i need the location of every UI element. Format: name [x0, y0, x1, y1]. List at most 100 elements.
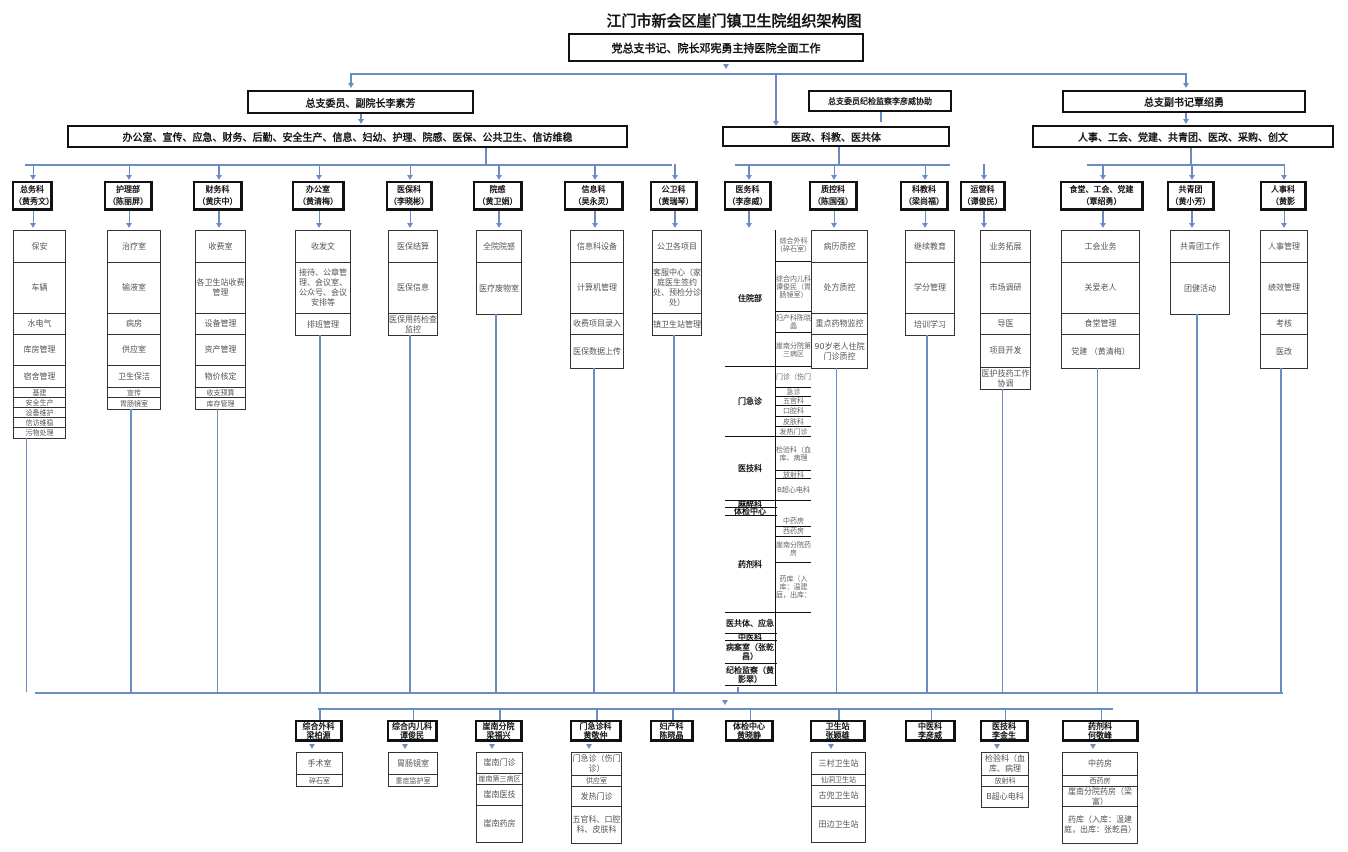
department-name: 食堂、工会、党建 — [1069, 184, 1134, 194]
connector-line — [924, 211, 926, 224]
department-head: （覃绍勇） — [1081, 196, 1122, 206]
department-name: 信息科 — [581, 184, 606, 194]
task-item: 供应室 — [572, 776, 621, 787]
arrow-icon — [745, 223, 752, 228]
task-item: 继续教育 — [906, 231, 954, 263]
medical-sub-unit: B超心电科 — [777, 485, 810, 494]
unit-head: 何敬峰 — [1088, 730, 1112, 740]
task-item: 门急诊（伤门诊） — [572, 753, 621, 776]
arrow-icon — [585, 744, 592, 749]
task-item: 车辆 — [14, 263, 65, 314]
task-item: 病历质控 — [812, 231, 867, 263]
arrow-icon — [980, 175, 987, 180]
medical-unit-name: 药剂科 — [725, 516, 776, 612]
right-scope-box: 人事、工会、党建、共青团、医改、采购、创文 — [1032, 125, 1334, 148]
unit-head: 张颖雄 — [825, 730, 850, 740]
task-item: 党建 （黄清梅） — [1071, 346, 1130, 356]
arrow-icon — [671, 175, 678, 180]
connector-line — [593, 368, 595, 692]
arrow-icon — [402, 744, 408, 749]
medical-unit-name: 中医科 — [725, 633, 776, 642]
connector-line — [350, 73, 352, 84]
connector-line — [32, 211, 34, 224]
task-item: 重症监护室 — [395, 776, 431, 785]
unit-head: 李彦威 — [918, 730, 942, 740]
task-item: 胃肠镜室 — [120, 399, 148, 408]
connector-line — [924, 164, 926, 176]
connector-line — [218, 211, 220, 224]
task-item: 发热门诊 — [572, 787, 621, 807]
unit-box: 综合内儿科谭俊民 — [387, 720, 438, 742]
arrow-icon — [1182, 119, 1189, 124]
connector-line — [485, 148, 487, 164]
connector-line — [1087, 164, 1284, 166]
connector-line — [409, 164, 411, 176]
connector-line — [1280, 368, 1282, 692]
connector-line — [674, 211, 676, 224]
connector-line — [748, 211, 750, 224]
medical-unit-name: 医共体、应急 — [725, 613, 776, 633]
connector-line — [594, 211, 596, 224]
connector-line — [1283, 211, 1285, 224]
department-head: （陈国强） — [813, 196, 853, 206]
task-item: 安全生产 — [14, 398, 65, 408]
arrow-icon — [922, 175, 928, 180]
task-item: 库房管理 — [14, 335, 65, 366]
task-item: 公卫各项目 — [653, 231, 701, 263]
department-task-list: 继续教育学分管理培训学习 — [905, 230, 955, 336]
department-task-list: 工会业务关爱老人食堂管理党建 （黄清梅） — [1061, 230, 1140, 369]
arrow-icon — [495, 175, 502, 180]
connector-line — [737, 687, 739, 692]
unit-head: 黄晓静 — [737, 730, 761, 740]
connector-line — [1001, 389, 1003, 692]
task-item: 医改 — [1276, 346, 1292, 356]
connector-line — [495, 314, 497, 692]
mid-scope-box: 医政、科教、医共体 — [722, 126, 950, 147]
connector-line — [1096, 368, 1098, 692]
department-name: 医务科 — [735, 184, 760, 194]
medical-sub-unit: 妇产科陈晓晶 — [776, 312, 811, 334]
department-head: （黄清梅） — [298, 196, 338, 206]
department-box: 共青团（黄小芳） — [1167, 181, 1215, 211]
connector-line — [318, 708, 1113, 710]
task-item: 各卫生站收费管理 — [196, 263, 245, 314]
connector-line — [218, 164, 220, 176]
medical-unit-row: 病案室（张乾昌） — [725, 641, 777, 664]
task-item: 信息科设备 — [571, 231, 623, 263]
task-item: 中药房 — [1063, 753, 1137, 776]
connector-line — [880, 112, 882, 122]
connector-line — [498, 164, 500, 176]
discipline-assist-box: 总支委员纪检监察李彦威协助 — [808, 90, 952, 112]
department-name: 医保科 — [397, 184, 421, 194]
arrow-icon — [316, 223, 322, 228]
unit-name: 医技科 — [992, 721, 1016, 731]
task-item: 西药房 — [1063, 776, 1137, 787]
department-name: 总务科 — [20, 184, 44, 194]
task-item: 供应室 — [108, 335, 160, 366]
task-item: 基建 — [14, 388, 65, 398]
connector-line — [983, 164, 985, 176]
task-item: 污物处理 — [25, 429, 54, 437]
department-task-list: 收费室各卫生站收费管理设备管理资产管理物价核定收支预算库存管理 — [195, 230, 246, 410]
task-item: 宣传 — [108, 388, 160, 398]
task-item: 收支预算 — [196, 388, 245, 398]
department-box: 院感（黄卫娟） — [473, 181, 523, 211]
department-name: 财务科 — [205, 184, 230, 194]
medical-sub-unit: 检验科（血库、病理 — [776, 437, 811, 472]
task-item: 共青团工作 — [1171, 231, 1229, 263]
task-item: 病房 — [108, 314, 160, 335]
arrow-icon — [671, 223, 678, 228]
task-item: 绩效管理 — [1261, 263, 1307, 314]
arrow-icon — [831, 223, 837, 228]
connector-line — [1185, 113, 1187, 120]
task-item: 保安 — [14, 231, 65, 263]
arrow-icon — [347, 83, 354, 88]
task-item: 物价核定 — [196, 366, 245, 388]
medical-sub-unit: 急诊 — [776, 388, 811, 397]
department-name: 运营科 — [970, 184, 995, 194]
task-item: 水电气 — [14, 314, 65, 335]
medical-unit-name: 体检中心 — [725, 507, 776, 516]
connector-line — [1283, 164, 1285, 176]
department-box: 办公室（黄清梅） — [292, 181, 345, 211]
